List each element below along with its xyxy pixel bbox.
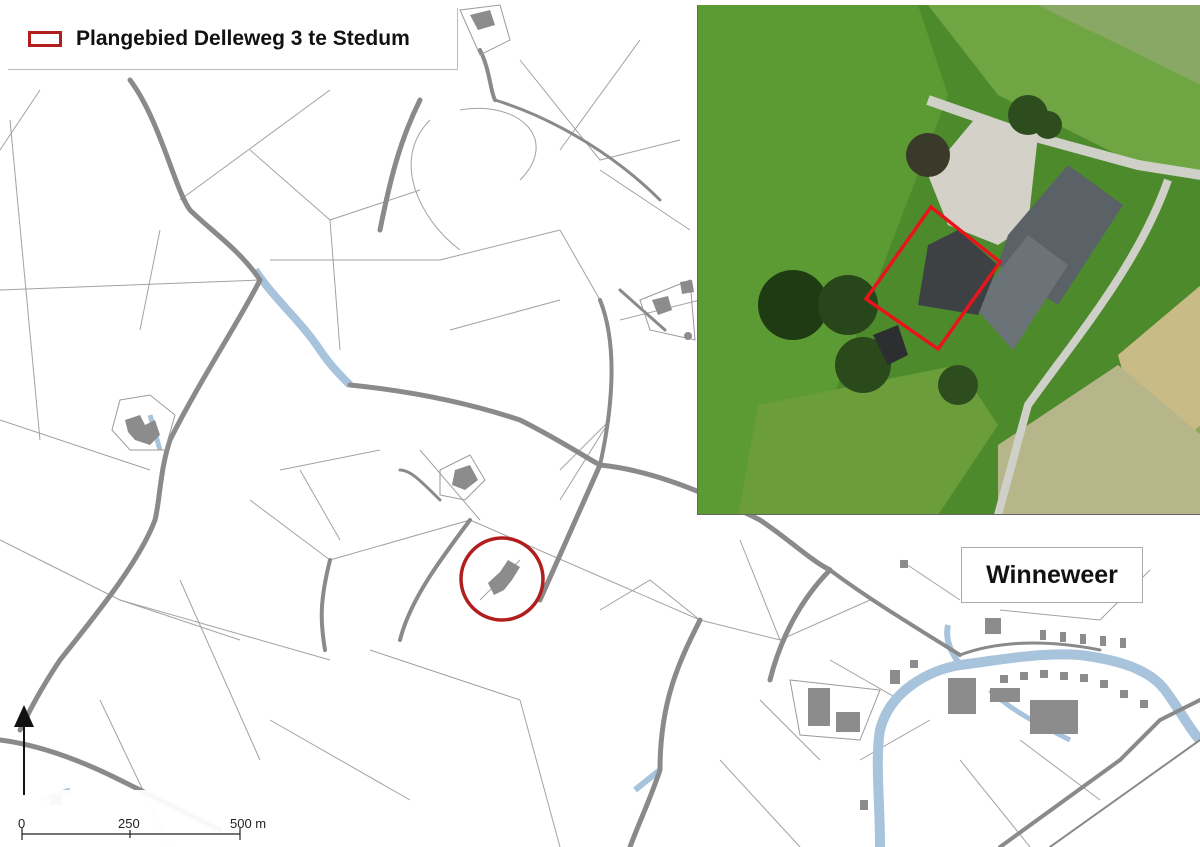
legend-label: Plangebied Delleweg 3 te Stedum [76, 26, 410, 50]
plangebied-marker[interactable] [459, 536, 545, 622]
scale-label-500: 500 m [230, 816, 267, 831]
legend: Plangebied Delleweg 3 te Stedum [8, 8, 458, 70]
scale-label-250: 250 [118, 816, 140, 831]
scale-bar: 0 250 500 m [0, 790, 300, 847]
farmyards [111, 4, 881, 741]
place-label-winneweer: Winneweer [961, 547, 1143, 603]
scale-bar-graphic [21, 828, 241, 840]
aerial-photo [698, 5, 1200, 514]
north-arrow-icon [14, 705, 34, 795]
plangebied-legend-swatch [28, 30, 62, 47]
plangebied-outline [863, 204, 1003, 352]
scale-label-0: 0 [18, 816, 26, 831]
buildings [50, 10, 1148, 810]
aerial-inset[interactable] [697, 5, 1200, 515]
